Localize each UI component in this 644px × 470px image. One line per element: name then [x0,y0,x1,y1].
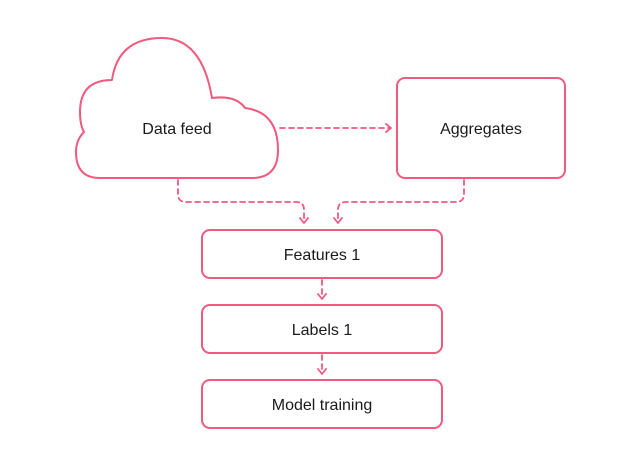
node-label-data-feed: Data feed [142,121,211,138]
node-label-aggregates: Aggregates [440,121,522,138]
labels-box [201,304,443,354]
node-aggregates: Aggregates [396,77,566,179]
node-features: Features 1 [201,229,443,279]
edge-aggregates-to-features [333,179,465,224]
node-label-labels: Labels 1 [292,322,353,339]
node-label-model-training: Model training [272,397,373,414]
edge-data-feed-to-features [177,179,309,224]
node-model-training: Model training [201,379,443,429]
node-labels: Labels 1 [201,304,443,354]
cloud-shape [75,37,279,179]
node-data-feed: Data feed [75,37,279,179]
node-label-features: Features 1 [284,247,361,264]
aggregates-box [396,77,566,179]
edges [177,123,465,375]
model-training-box [201,379,443,429]
features-box [201,229,443,279]
